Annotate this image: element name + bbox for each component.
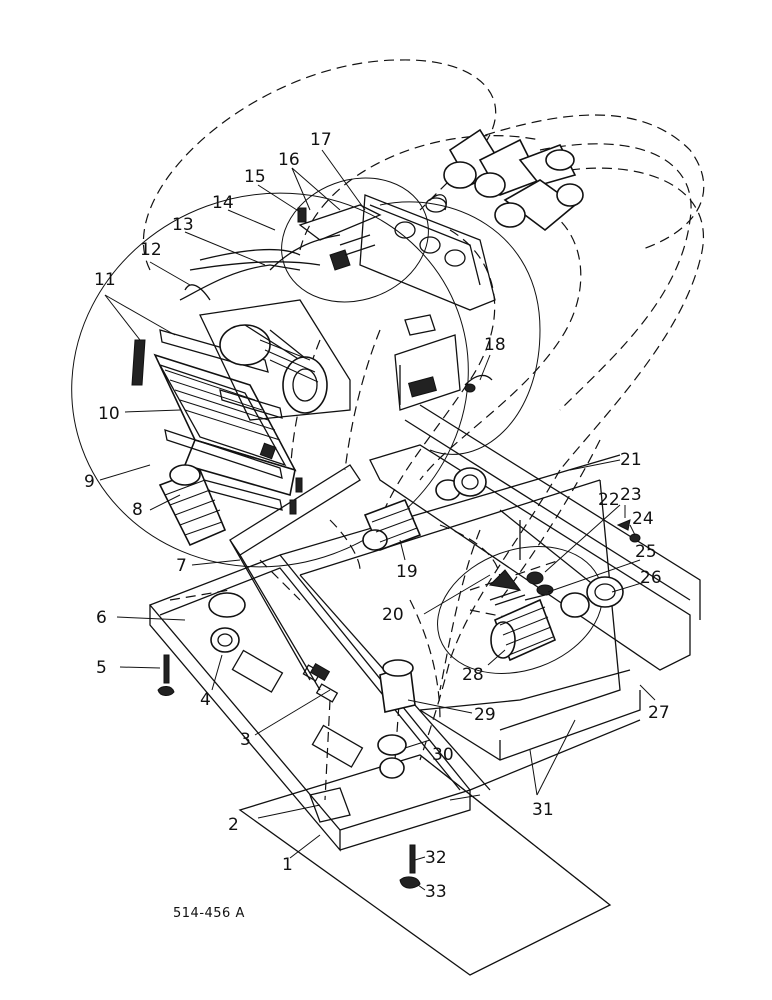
callout-10: 10 <box>98 404 120 424</box>
callout-29: 29 <box>474 705 496 725</box>
callout-8: 8 <box>132 500 143 520</box>
callout-6: 6 <box>96 608 107 628</box>
leader-lines <box>99 149 656 891</box>
callout-7: 7 <box>176 556 187 576</box>
callout-4: 4 <box>200 690 211 710</box>
bottom-fittings <box>377 659 416 779</box>
floor-mat <box>238 754 612 976</box>
mounting-panel <box>359 194 496 336</box>
callout-25: 25 <box>635 542 657 562</box>
drawing-code: 514-456 A <box>173 906 245 921</box>
hose-cluster <box>425 128 584 232</box>
hose-28 <box>490 598 557 662</box>
callout-15: 15 <box>244 167 266 187</box>
hose-19 <box>362 498 422 552</box>
callout-11: 11 <box>94 270 116 290</box>
detail-bubbles <box>71 177 603 674</box>
grommets <box>208 467 487 653</box>
callout-9: 9 <box>84 472 95 492</box>
callout-16: 16 <box>278 150 300 170</box>
callout-27: 27 <box>648 703 670 723</box>
fittings <box>488 519 641 618</box>
side-rail-panel <box>369 404 701 671</box>
callout-22: 22 <box>598 490 620 510</box>
callout-33: 33 <box>425 882 447 902</box>
callout-19: 19 <box>396 562 418 582</box>
callout-23: 23 <box>620 485 642 505</box>
callout-24: 24 <box>632 509 654 529</box>
valve-bracket <box>394 334 493 411</box>
callout-3: 3 <box>240 730 251 750</box>
callout-28: 28 <box>462 665 484 685</box>
floor-tray <box>148 454 641 852</box>
callout-32: 32 <box>425 848 447 868</box>
callout-2: 2 <box>228 815 239 835</box>
callout-17: 17 <box>310 130 332 150</box>
callout-13: 13 <box>172 215 194 235</box>
callout-18: 18 <box>484 335 506 355</box>
callout-26: 26 <box>640 568 662 588</box>
heater-box <box>153 353 297 497</box>
wiring-harness <box>189 204 382 271</box>
callout-20: 20 <box>382 605 404 625</box>
callout-12: 12 <box>140 240 162 260</box>
blower-motor <box>179 264 351 421</box>
callout-14: 14 <box>212 193 234 213</box>
fasteners <box>157 477 421 889</box>
callout-1: 1 <box>282 855 293 875</box>
callout-31: 31 <box>532 800 554 820</box>
callout-30: 30 <box>432 745 454 765</box>
callout-21: 21 <box>620 450 642 470</box>
long-bracket <box>229 464 361 691</box>
hose-8 <box>158 464 227 547</box>
callout-5: 5 <box>96 658 107 678</box>
callout-labels: 1 2 3 4 5 6 7 8 9 10 11 12 13 14 15 16 1… <box>84 130 670 902</box>
